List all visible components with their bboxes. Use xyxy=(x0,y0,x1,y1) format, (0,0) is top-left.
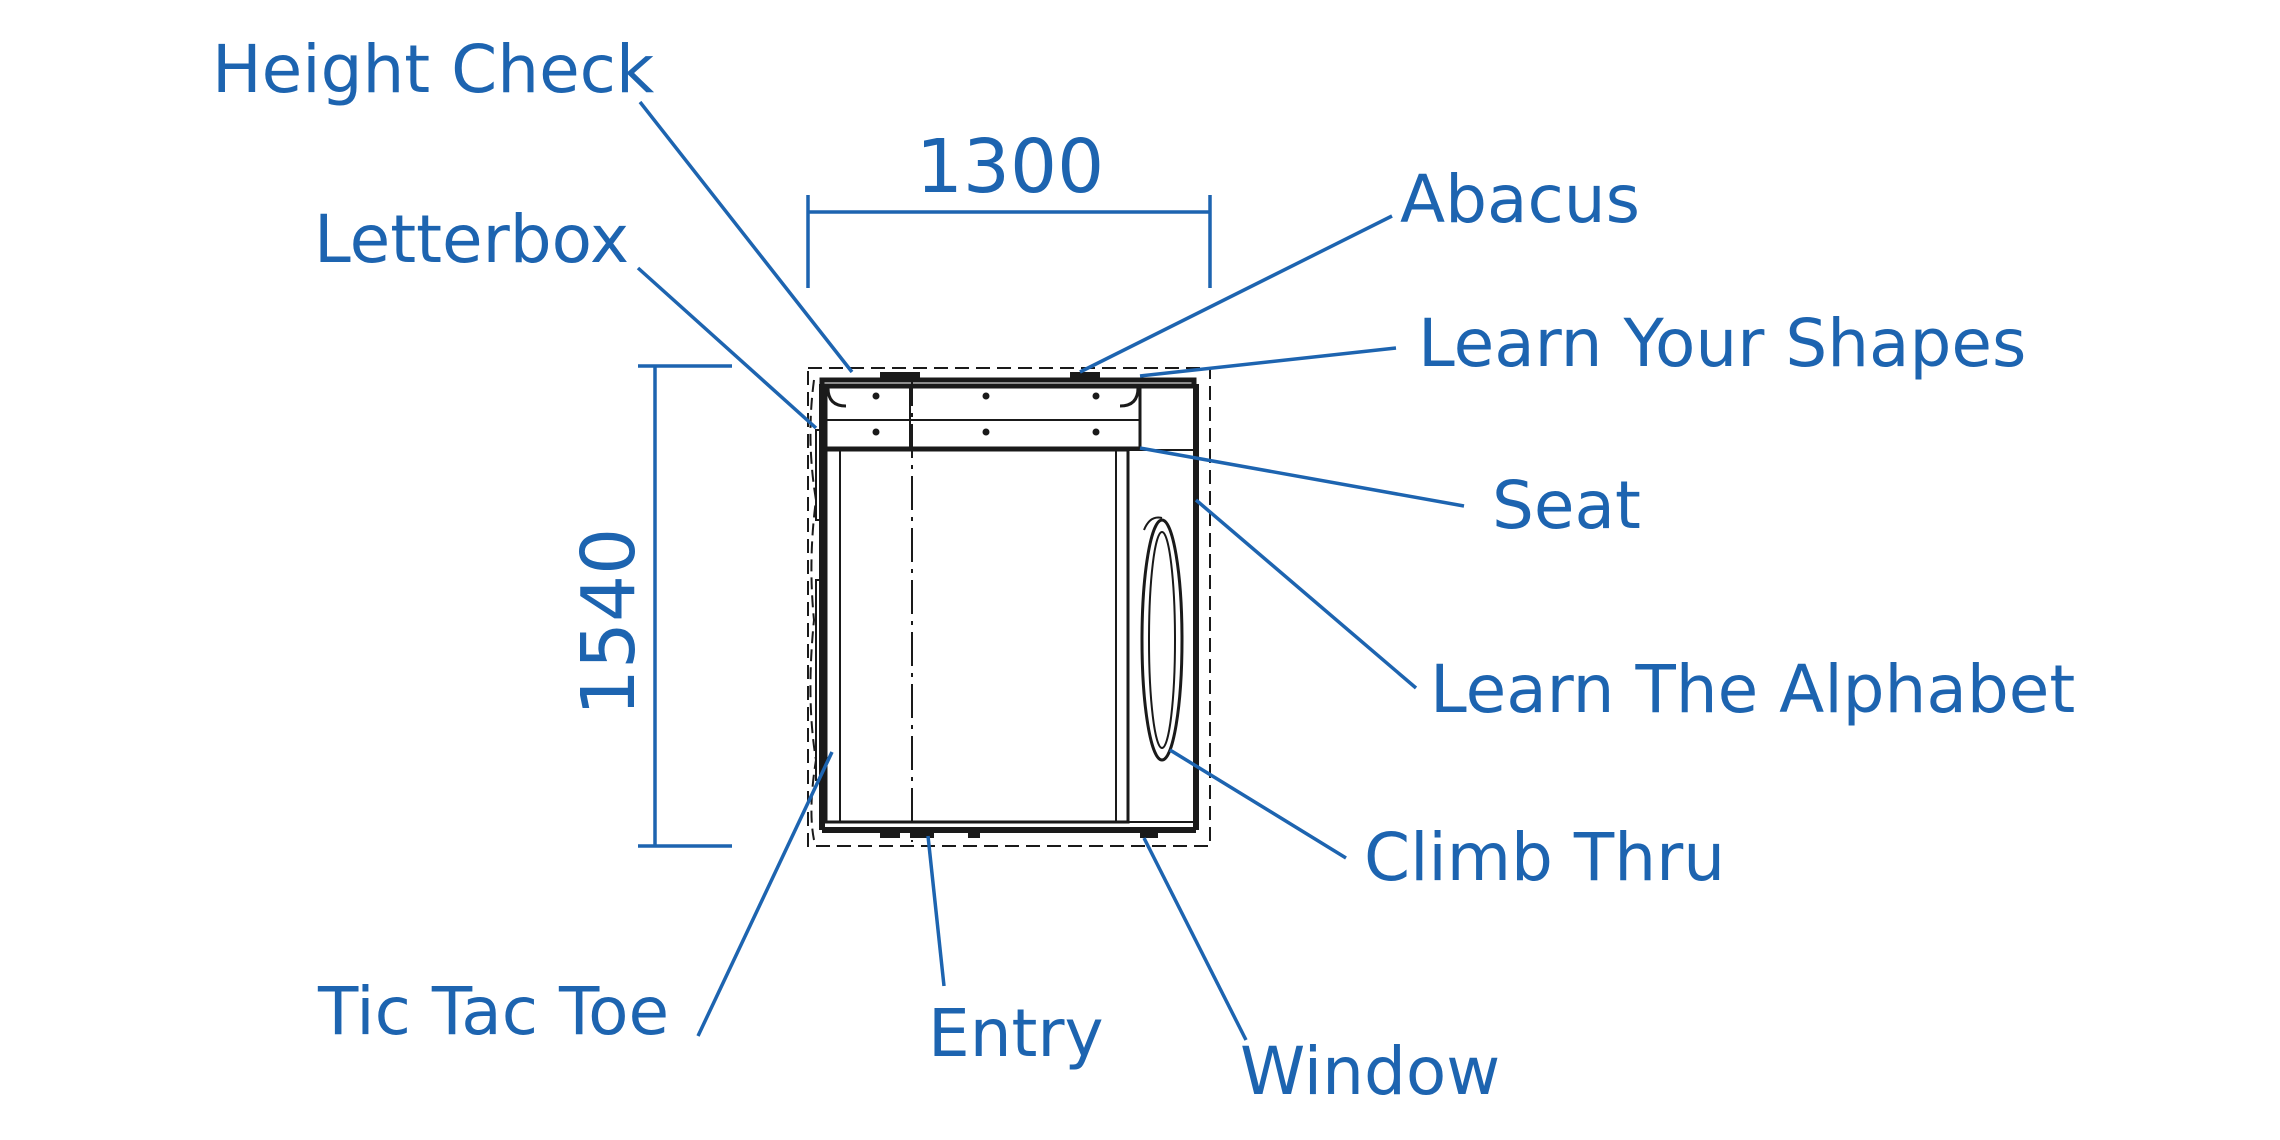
leader-height-check xyxy=(638,100,854,374)
bolt-dots xyxy=(872,392,1100,436)
leader-tic-tac-toe xyxy=(696,751,834,1037)
bottom-fixings xyxy=(880,830,1158,838)
leader-letterbox xyxy=(636,266,818,430)
callout-letterbox: Letterbox xyxy=(314,201,629,278)
top-fixings xyxy=(880,372,1100,380)
corner-left xyxy=(826,387,847,408)
callout-height-check: Height Check xyxy=(212,31,655,108)
letterbox-panel xyxy=(815,429,823,521)
footprint-outline xyxy=(807,367,1211,847)
interior-panel xyxy=(824,448,1130,824)
depth-dimension: 1540 xyxy=(566,364,732,848)
leader-learn-the-alphabet xyxy=(1194,498,1418,690)
side-panel xyxy=(1127,449,1197,823)
leader-entry xyxy=(926,835,946,987)
callout-abacus: Abacus xyxy=(1400,161,1640,238)
climb-thru-ellipse xyxy=(1140,518,1184,762)
callout-learn-the-alphabet: Learn The Alphabet xyxy=(1430,651,2075,728)
callout-tic-tac-toe: Tic Tac Toe xyxy=(317,973,669,1050)
leader-abacus xyxy=(1079,214,1393,374)
playhouse-plan xyxy=(807,367,1211,847)
leader-seat xyxy=(1139,446,1465,508)
width-dimension-value: 1300 xyxy=(916,124,1104,210)
leader-learn-your-shapes xyxy=(1139,346,1397,378)
leader-window xyxy=(1142,837,1248,1041)
seat-box xyxy=(824,384,1142,450)
width-dimension: 1300 xyxy=(806,124,1212,288)
callouts: Height Check Letterbox Abacus Learn Your… xyxy=(212,31,2075,1110)
climb-thru-arc xyxy=(1143,516,1163,531)
leader-climb-thru xyxy=(1169,748,1347,860)
callout-window: Window xyxy=(1240,1033,1500,1110)
callout-entry: Entry xyxy=(928,995,1104,1072)
depth-dimension-value: 1540 xyxy=(566,528,652,716)
left-edge-dashed xyxy=(809,379,818,841)
callout-seat: Seat xyxy=(1492,467,1641,544)
climb-thru-inner xyxy=(1148,531,1176,749)
callout-climb-thru: Climb Thru xyxy=(1364,819,1725,896)
corner-right xyxy=(1119,387,1140,408)
callout-learn-your-shapes: Learn Your Shapes xyxy=(1418,305,2026,382)
